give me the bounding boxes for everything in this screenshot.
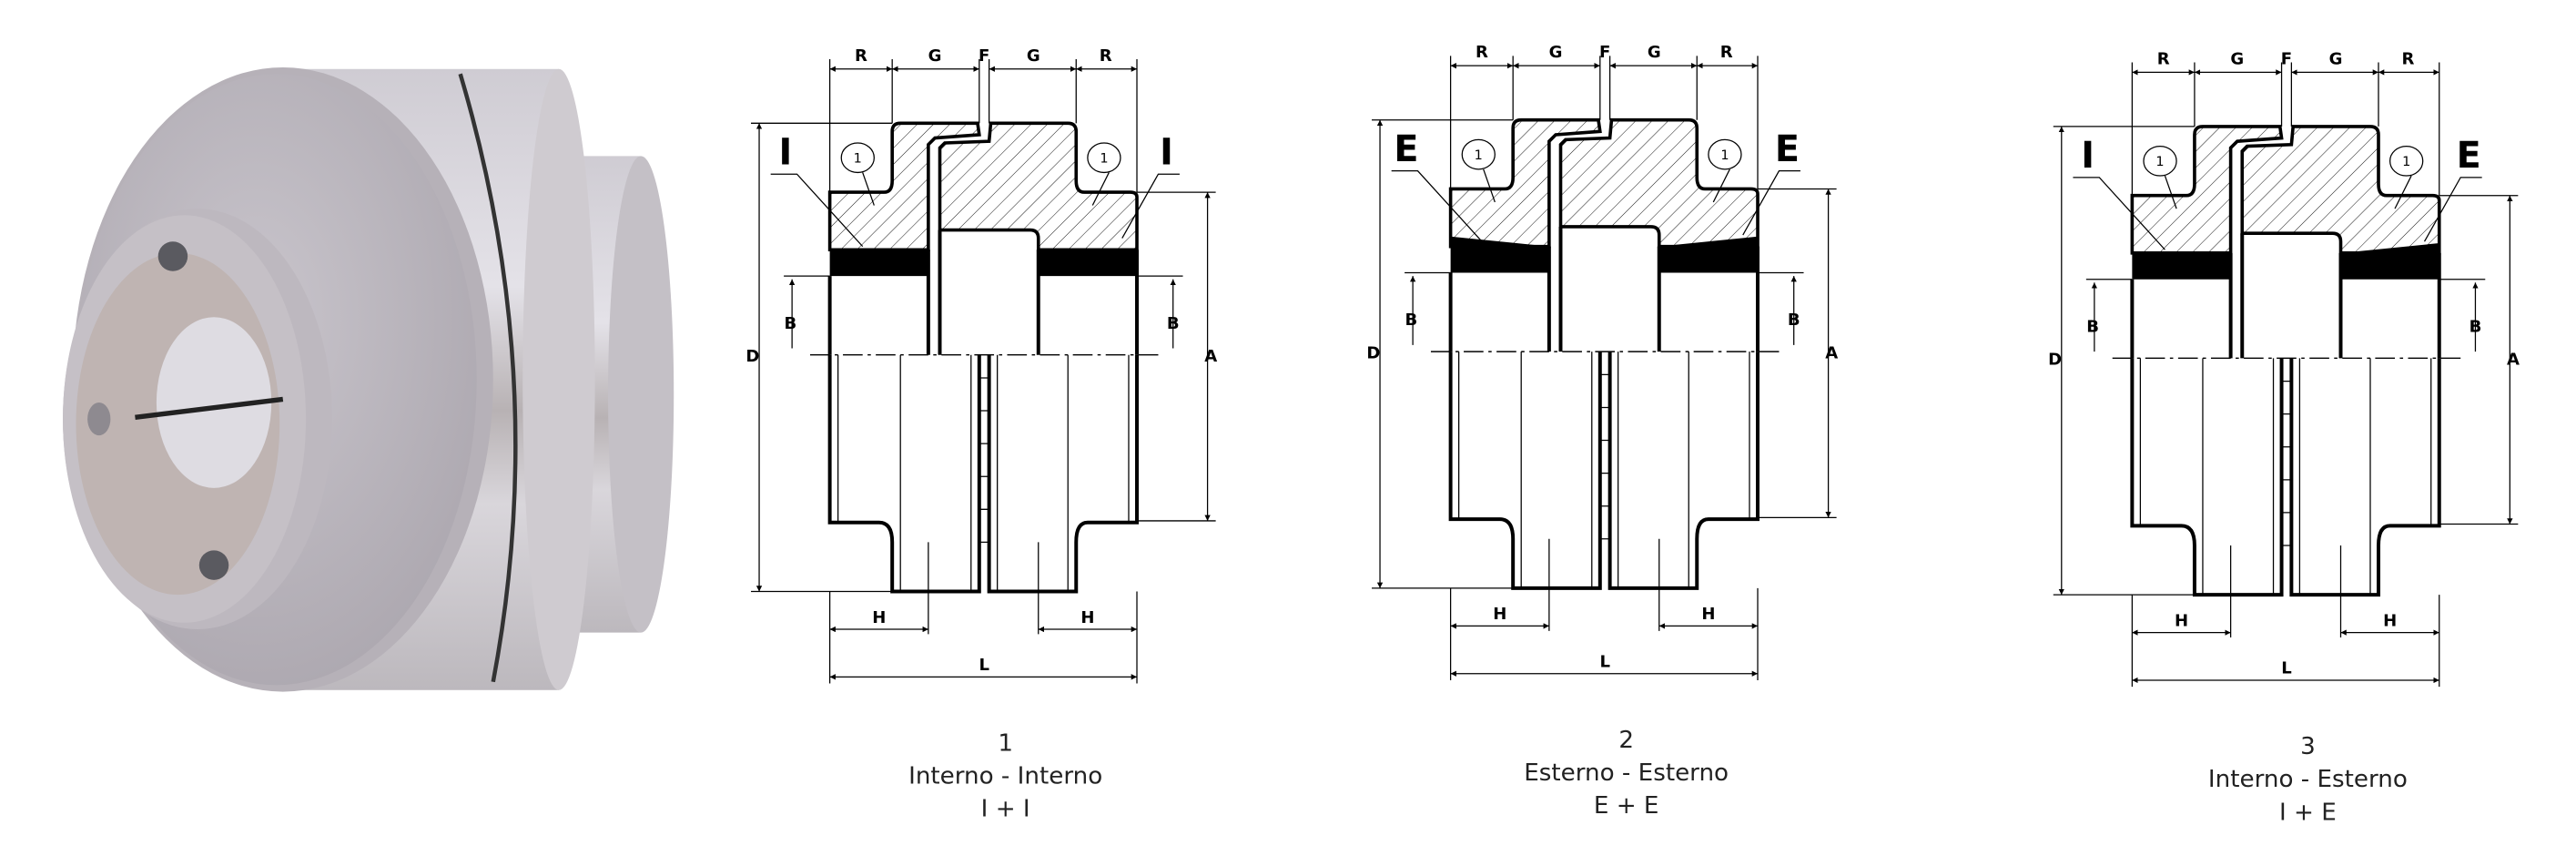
left-hub-section [827,121,981,252]
dim-label-H: H [1493,605,1506,624]
dim-label-R: R [2157,49,2170,68]
bushing-band [2132,252,2231,280]
callout-circle [2389,145,2424,177]
left-type-label: I [779,131,793,173]
bushing-band [2340,243,2439,280]
callout-circle [1708,138,1742,170]
dim-label-A: A [1204,347,1217,366]
coupling-photo [63,66,674,692]
dim-label-G: G [928,46,942,66]
right-type-label: I [1160,131,1173,173]
groove-line [458,73,518,683]
dim-label-L: L [979,656,989,675]
dim-label-G: G [1027,46,1040,66]
diagram-formula: E + E [1594,792,1659,820]
diagram-formula: I + I [981,796,1030,823]
callout-circle [2143,145,2177,177]
dim-label-F: F [1599,43,1610,62]
callout-label: 1 [2155,155,2164,169]
dim-label-D: D [2048,351,2062,370]
dim-label-B: B [2470,317,2482,336]
screw-icon [157,241,188,271]
right-type-label: E [1775,128,1800,170]
screw-icon [198,550,229,580]
right-hub-section [2240,125,2441,255]
dim-label-B: B [2086,317,2099,336]
dim-label-B: B [784,314,796,333]
dim-label-F: F [2281,49,2292,68]
diagram-number: 1 [998,730,1013,758]
dim-label-H: H [1701,605,1715,624]
bushing-band [1450,236,1549,273]
dim-label-L: L [1599,653,1610,672]
bore [156,317,272,488]
hole-icon [87,403,111,436]
dim-label-G: G [2329,49,2343,68]
dim-label-B: B [1405,311,1417,330]
dim-label-A: A [1825,343,1838,362]
dim-label-L: L [2281,659,2292,678]
callout-circle [840,142,875,174]
dim-label-H: H [872,608,886,627]
dim-label-H: H [2175,611,2188,630]
dim-label-R: R [1100,46,1112,66]
bushing-band [1038,250,1138,277]
dim-label-H: H [1080,608,1094,627]
bushing-band [1658,236,1759,273]
dim-label-B: B [1788,311,1800,330]
diagram-number: 2 [1618,727,1634,754]
dim-label-R: R [1720,43,1733,62]
dim-label-R: R [2402,49,2415,68]
diagram-title: Interno - Interno [908,763,1102,790]
key-slot [135,396,284,420]
bushing-band [829,250,928,277]
dim-label-H: H [2383,611,2397,630]
diagram-number: 3 [2300,733,2316,760]
callout-label: 1 [1475,148,1483,163]
dim-label-G: G [1648,43,1661,62]
callout-label: 1 [854,152,862,167]
diagram-formula: I + E [2279,799,2337,826]
left-type-label: I [2081,135,2094,177]
callout-label: 1 [2402,155,2410,169]
diagram-title: Interno - Esterno [2208,766,2408,793]
right-type-label: E [2457,135,2481,177]
left-hub-section [2130,125,2284,255]
callout-label: 1 [1100,152,1108,167]
diagram-title: Esterno - Esterno [1524,759,1729,787]
dim-label-R: R [1476,43,1488,62]
dim-label-D: D [745,347,759,366]
callout-label: 1 [1720,148,1729,163]
dim-label-G: G [2230,49,2244,68]
dim-label-D: D [1366,343,1380,362]
callout-circle [1087,142,1121,174]
dim-label-F: F [979,46,989,66]
callout-circle [1461,138,1496,170]
right-hub-section [1558,117,1760,249]
dim-label-A: A [2507,351,2520,370]
dim-label-B: B [1167,314,1180,333]
dim-label-G: G [1549,43,1563,62]
dim-label-R: R [855,46,867,66]
left-type-label: E [1394,128,1418,170]
left-hub-section [1448,117,1602,249]
right-hub-section [938,121,1139,252]
